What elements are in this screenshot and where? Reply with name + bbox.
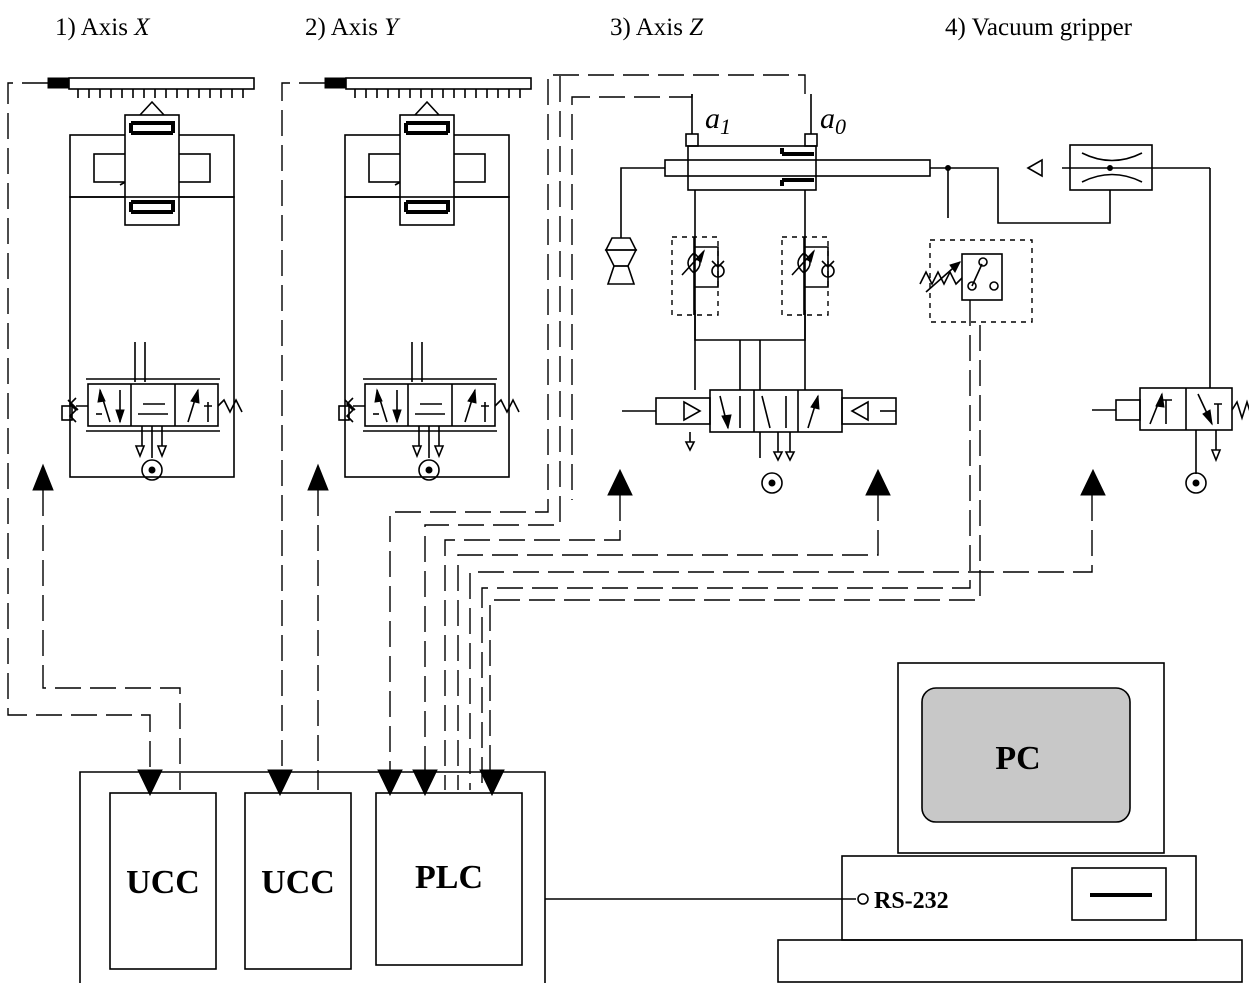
z-throttle-left — [671, 236, 725, 316]
disk-drive — [1071, 867, 1167, 921]
axis-x-valve — [61, 378, 243, 481]
axis-x-signal-arrow — [32, 463, 54, 491]
pressure-switch — [919, 239, 1033, 323]
axis-y-valve — [338, 378, 520, 481]
sensor-a0-label: a0 — [820, 102, 846, 139]
ucc-module-1 — [109, 792, 217, 970]
signal-wiring — [7, 74, 1093, 790]
vacuum-cup-icon — [604, 237, 638, 285]
z-cylinder-body — [687, 145, 817, 191]
exhaust-icon — [1026, 158, 1043, 178]
label-axis-y: 2) Axis Y — [305, 14, 401, 41]
plc-module — [375, 792, 523, 966]
axis-z-signal-arrow-left — [607, 468, 633, 496]
rs232-port-icon — [857, 893, 869, 905]
axis-z-valve — [622, 389, 897, 494]
vacuum-gripper-assembly — [919, 144, 1249, 496]
ucc-module-2 — [244, 792, 352, 970]
gripper-signal-arrow — [1080, 468, 1106, 496]
pc-keyboard-base — [777, 939, 1243, 983]
label-axis-z: 3) Axis Z — [610, 14, 704, 41]
label-axis-x: 1) Axis X — [55, 14, 151, 41]
axis-z-signal-arrow-right — [865, 468, 891, 496]
plc-label: PLC — [415, 859, 483, 896]
pc-label: PC — [995, 740, 1040, 777]
z-cylinder-rod — [664, 159, 931, 177]
axis-x-encoder — [47, 77, 255, 99]
pc-workstation: PC RS-232 — [777, 662, 1243, 983]
sensor-a1-label: a1 — [705, 102, 731, 139]
controller-rack: UCC UCC PLC — [79, 771, 856, 983]
axis-y-assembly — [307, 77, 532, 491]
axis-x-assembly — [32, 77, 255, 491]
axis-y-signal-arrow — [307, 463, 329, 491]
rs232-label: RS-232 — [874, 888, 949, 914]
axis-z-assembly: a1 a0 — [604, 94, 931, 496]
pc-monitor — [897, 662, 1165, 854]
pc-screen — [921, 687, 1131, 823]
ucc-2-label: UCC — [261, 864, 335, 901]
axis-y-encoder — [324, 77, 532, 99]
ucc-1-label: UCC — [126, 864, 200, 901]
controller-input-arrows — [137, 769, 505, 797]
z-throttle-right — [781, 236, 835, 316]
label-vacuum-gripper: 4) Vacuum gripper — [945, 14, 1133, 41]
gripper-valve — [1092, 387, 1249, 494]
axis-x-drive — [68, 100, 236, 479]
